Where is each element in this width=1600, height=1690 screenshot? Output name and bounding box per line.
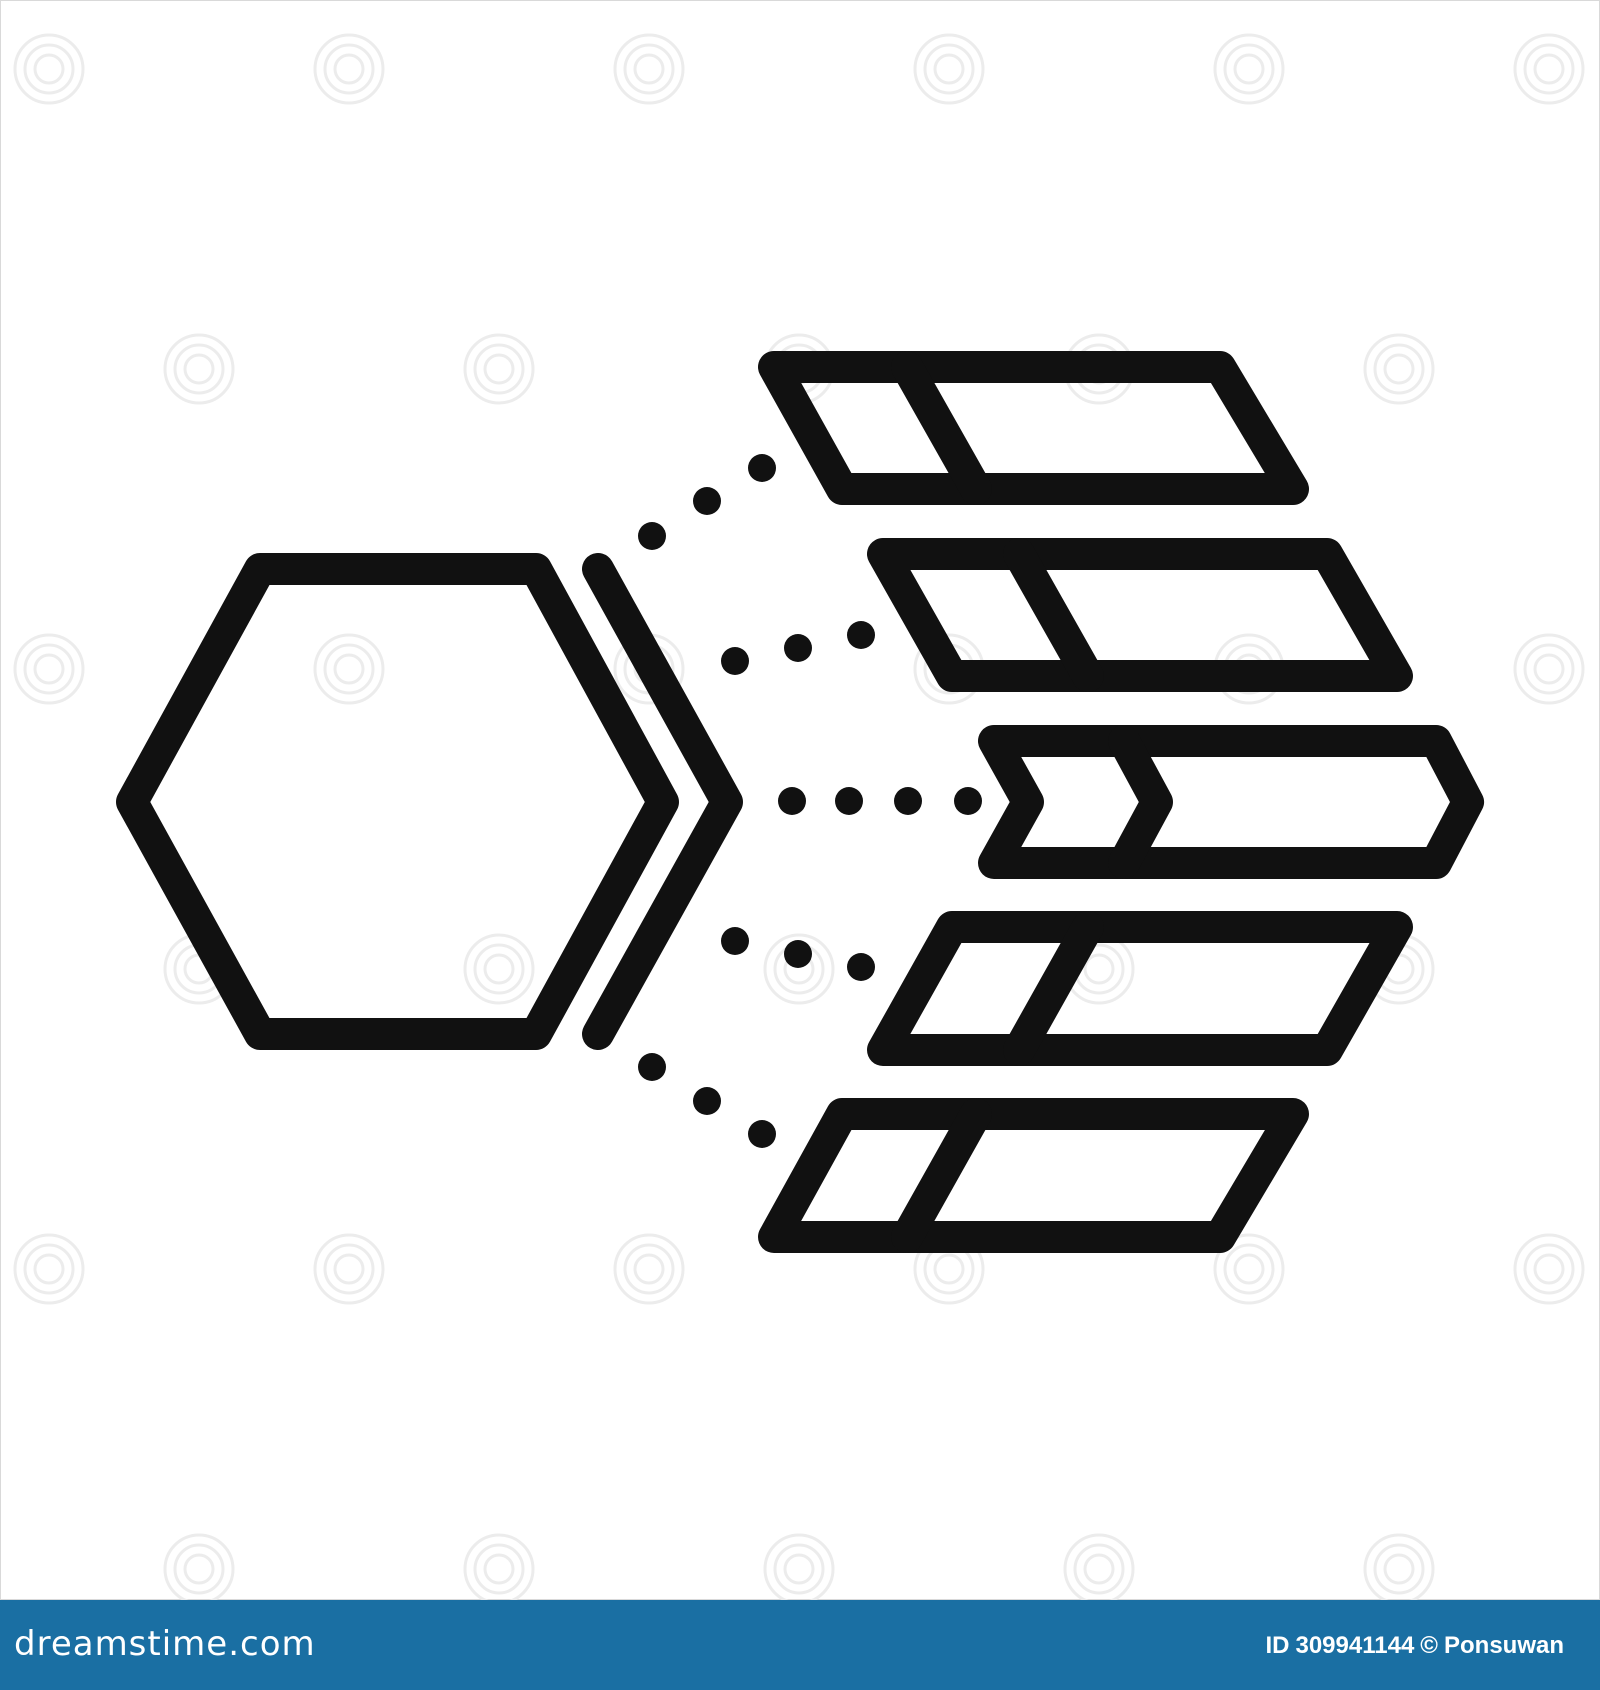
bar-3-divider [1108,725,1173,879]
chevron-icon [582,553,743,1050]
bar-4 [867,911,1413,1066]
author-name[interactable]: Ponsuwan [1443,1632,1564,1659]
hexagon-icon [116,553,679,1050]
bar-5-divider [891,1098,992,1253]
watermark-spiral [463,333,535,405]
watermark-layer [13,33,1585,1601]
watermark-spiral [313,633,385,705]
bar-2-outline [867,538,1413,692]
bar-5-outline [758,1098,1309,1253]
image-id: 309941144 [1295,1632,1415,1659]
dotted-connector-2 [721,621,875,675]
dotted-connector-4 [721,927,875,981]
watermark-spiral [1513,1233,1585,1305]
brand-logo[interactable]: dreamstime.com [14,1624,316,1664]
watermark-spiral [163,1533,235,1601]
bar-4-divider [1003,911,1104,1066]
bar-1 [758,351,1309,505]
diagram-canvas [0,0,1600,1601]
watermark-spiral [463,1533,535,1601]
watermark-spiral [913,33,985,105]
watermark-spiral [1513,33,1585,105]
watermark-spiral [313,1233,385,1305]
watermark-spiral [163,333,235,405]
watermark-spiral [1063,1533,1135,1601]
id-prefix: ID [1265,1632,1290,1659]
bar-5 [758,1098,1309,1253]
watermark-spiral [1213,33,1285,105]
diagram-svg [13,33,1585,1601]
watermark-spiral [613,33,685,105]
watermark-spiral [463,933,535,1005]
watermark-spiral [313,33,385,105]
bar-1-divider [891,351,992,505]
bar-3-outline [978,725,1484,879]
bar-4-outline [867,911,1413,1066]
dotted-connector-3 [778,787,982,815]
watermark-spiral [13,1233,85,1305]
bar-3-arrow [978,725,1484,879]
watermark-spiral [13,33,85,105]
dotted-connector-1 [638,454,776,550]
watermark-spiral [1363,333,1435,405]
bar-2 [867,538,1413,692]
watermark-spiral [1513,633,1585,705]
watermark-spiral [763,1533,835,1601]
watermark-spiral [13,633,85,705]
bar-2-divider [1003,538,1104,692]
copyright-symbol: © [1420,1632,1438,1659]
bar-1-outline [758,351,1309,505]
dotted-connector-5 [638,1053,776,1148]
watermark-spiral [613,1233,685,1305]
watermark-spiral [1363,1533,1435,1601]
watermark-spiral [1213,1233,1285,1305]
